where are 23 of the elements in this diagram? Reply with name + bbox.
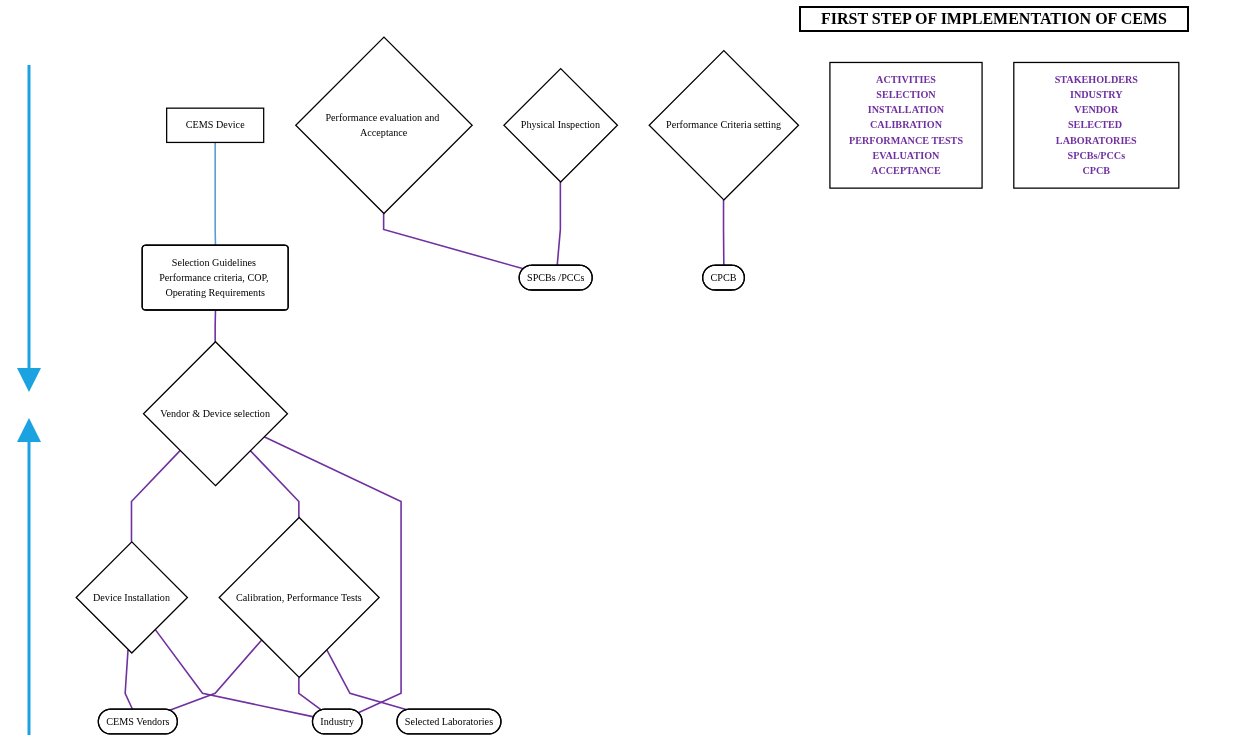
connector [249, 449, 300, 519]
connector [154, 628, 315, 718]
connector [382, 212, 525, 270]
connector [722, 199, 725, 267]
node-diamond: Performance evaluation and Acceptance [294, 36, 474, 215]
node-box: CEMS Device [166, 107, 265, 144]
connector [214, 141, 217, 247]
node-diamond: Calibration, Performance Tests [218, 516, 381, 679]
title-box: FIRST STEP OF IMPLEMENTATION OF CEMS [799, 6, 1189, 32]
connector [130, 449, 181, 543]
connector [263, 436, 402, 714]
node-box: STAKEHOLDERS INDUSTRY VENDOR SELECTED LABORATORIES SPCBs/PCCs CPCB [1013, 61, 1180, 189]
connector [298, 676, 323, 711]
node-diamond: Performance Criteria setting [648, 49, 800, 201]
node-diamond: Physical Inspection [503, 67, 619, 183]
connector [124, 648, 134, 711]
connector [168, 639, 263, 712]
connector [556, 181, 562, 267]
node-diamond: Vendor & Device selection [142, 340, 289, 487]
connector [214, 309, 217, 343]
node-diamond: Device Installation [75, 540, 189, 654]
connector [325, 648, 408, 711]
node-box: ACTIVITIES SELECTION INSTALLATION CALIBRATION PERFORMANCE TESTS EVALUATION ACCEPTANCE [829, 61, 983, 189]
